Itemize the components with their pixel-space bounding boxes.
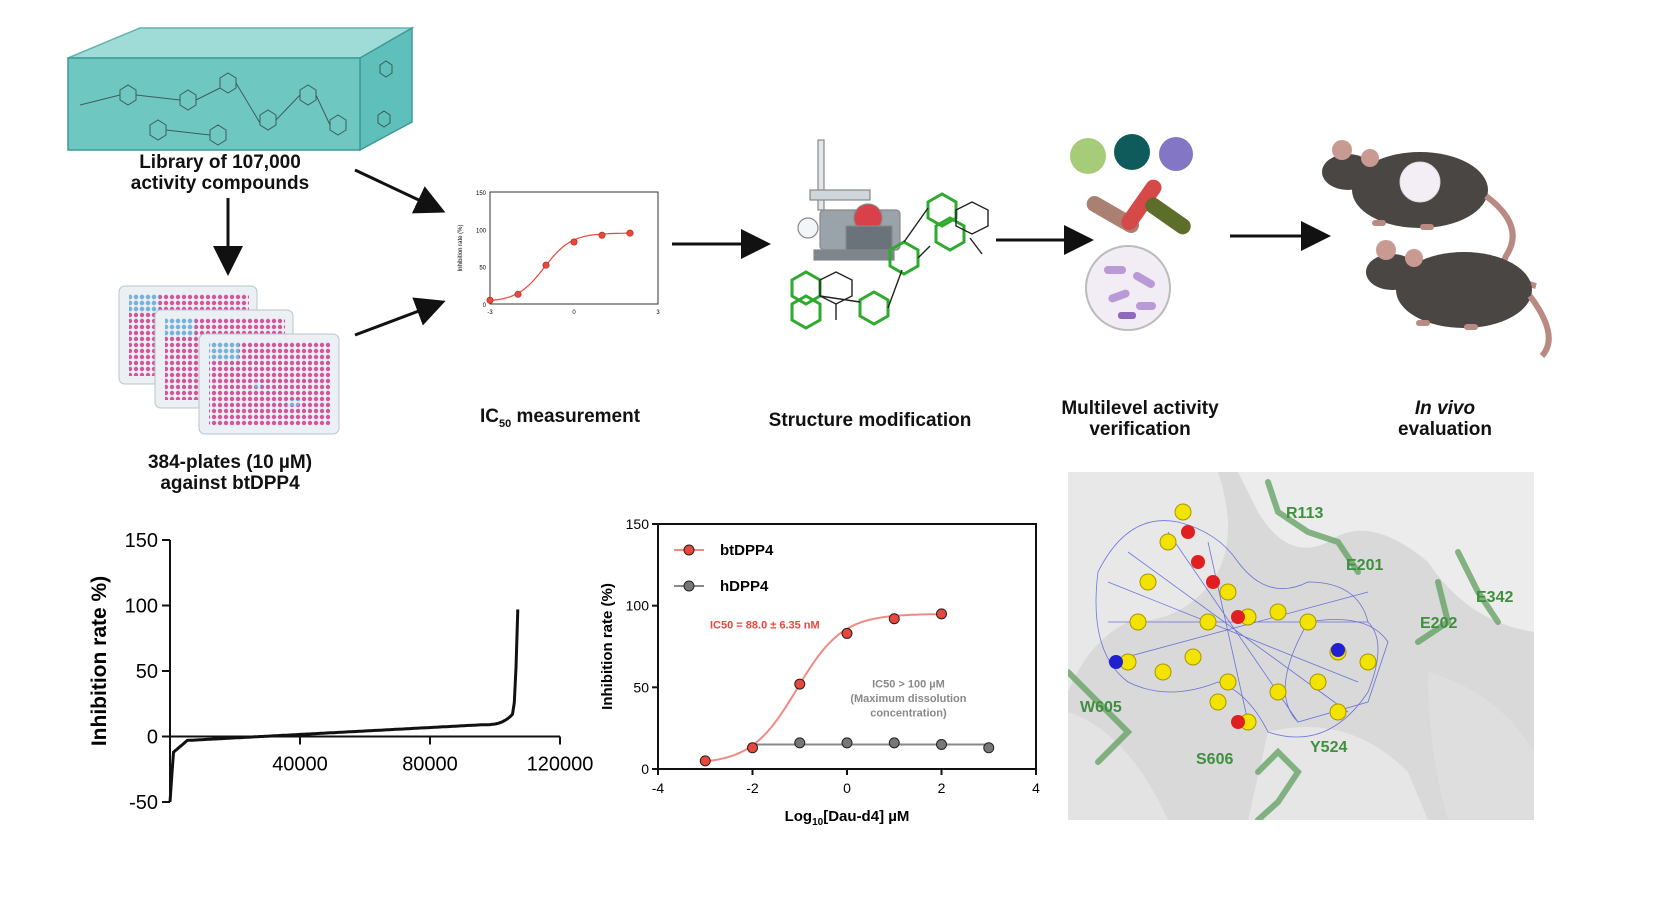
- structure-illustration: [790, 139, 989, 330]
- mini-point: [598, 231, 606, 239]
- dose-xtick: -2: [746, 780, 759, 796]
- screen-xtick: 120000: [527, 754, 594, 776]
- residue-S606: S606: [1196, 751, 1233, 768]
- residue-E202: E202: [1420, 615, 1457, 632]
- structure-label: Structure modification: [768, 410, 972, 431]
- mini-xtick: -3: [487, 310, 493, 316]
- annot-ic50-btdpp4: IC50 = 88.0 ± 6.35 nM: [710, 620, 820, 632]
- residue-Y524: Y524: [1310, 739, 1347, 756]
- dose-xtick: -4: [652, 780, 665, 796]
- compound-library-box: [67, 26, 415, 152]
- mini-ytick: 100: [476, 228, 487, 234]
- btdpp4-point: [699, 755, 711, 767]
- dose-ylabel: Inhibition rate (%): [599, 583, 616, 710]
- residue-E342: E342: [1476, 589, 1513, 606]
- protein-structure-image: R113 E201 E342 E202 W605 S606 Y524: [1068, 472, 1534, 820]
- dose-xlabel: Log10[Dau-d4] µM: [785, 808, 910, 828]
- mini-point: [514, 290, 522, 298]
- btdpp4-point: [794, 678, 806, 690]
- screen-ytick: 0: [147, 727, 158, 749]
- annot-gray-3: concentration): [870, 708, 947, 720]
- mini-plot-frame: [489, 191, 659, 305]
- dose-xtick: 2: [938, 780, 946, 796]
- screen-ytick: -50: [129, 792, 158, 814]
- multilevel-label: Multilevel activity verification: [1061, 398, 1219, 440]
- residue-W605: W605: [1080, 699, 1122, 716]
- screen-sorted-curve: [168, 609, 520, 803]
- screen-xtick: 80000: [402, 754, 458, 776]
- hdpp4-point: [794, 737, 806, 749]
- mini-point: [486, 296, 494, 304]
- mini-ytick: 0: [483, 303, 487, 309]
- hdpp4-point: [936, 739, 947, 750]
- screen-ytick: 100: [125, 596, 158, 618]
- screening-chart: 150 100 50 0 -50 40000 80000 120000 Inhibition r…: [88, 530, 594, 814]
- btdpp4-fit-curve: [705, 613, 942, 763]
- mini-ytick: 150: [476, 191, 487, 197]
- annot-gray-2: (Maximum dissolution: [850, 693, 966, 705]
- screen-ytick: 150: [125, 530, 158, 552]
- mini-xtick: 3: [656, 310, 660, 316]
- hdpp4-point: [841, 737, 853, 749]
- legend-btDPP4: btDPP4: [720, 542, 774, 559]
- legend-hDPP4: hDPP4: [720, 578, 769, 595]
- btdpp4-point: [841, 627, 853, 639]
- dose-xtick: 4: [1032, 780, 1040, 796]
- mini-point: [542, 261, 550, 269]
- screen-ylabel: Inhibition rate %): [88, 576, 111, 746]
- mini-point: [626, 229, 634, 237]
- mice-illustration: [1322, 140, 1552, 359]
- dose-ytick: 100: [626, 598, 650, 614]
- btdpp4-point: [888, 613, 900, 625]
- mini-fit-curve: [489, 232, 630, 302]
- residue-R113: R113: [1286, 505, 1323, 522]
- mini-xtick: 0: [572, 310, 576, 316]
- hdpp4-point: [888, 737, 900, 749]
- residue-E201: E201: [1346, 557, 1383, 574]
- dose-plot-frame: [657, 523, 1037, 770]
- plates-label: 384-plates (10 µM) against btDPP4: [147, 452, 313, 494]
- dose-ytick: 150: [626, 516, 650, 532]
- dose-ytick: 0: [641, 761, 649, 777]
- legend-marker: [683, 544, 695, 556]
- btdpp4-point: [747, 742, 758, 754]
- mini-ylabel: Inhibition rate (%): [458, 224, 464, 271]
- ic50-label: IC50 measurement: [479, 406, 641, 430]
- dose-xtick: 0: [843, 780, 851, 796]
- multilevel-illustration: [1070, 134, 1193, 331]
- mini-ytick: 50: [479, 266, 486, 272]
- annot-ic50-hdpp4: IC50 > 100 µM: [872, 678, 945, 690]
- screen-ytick: 50: [136, 661, 158, 683]
- screen-xtick: 40000: [272, 754, 328, 776]
- mini-point: [570, 238, 578, 246]
- plates-illustration: [118, 285, 340, 435]
- dose-ytick: 50: [633, 679, 649, 695]
- btdpp4-point: [936, 608, 947, 620]
- hdpp4-point: [983, 742, 995, 754]
- library-label: Library of 107,000 activity compounds: [130, 152, 310, 194]
- legend-marker: [683, 580, 695, 592]
